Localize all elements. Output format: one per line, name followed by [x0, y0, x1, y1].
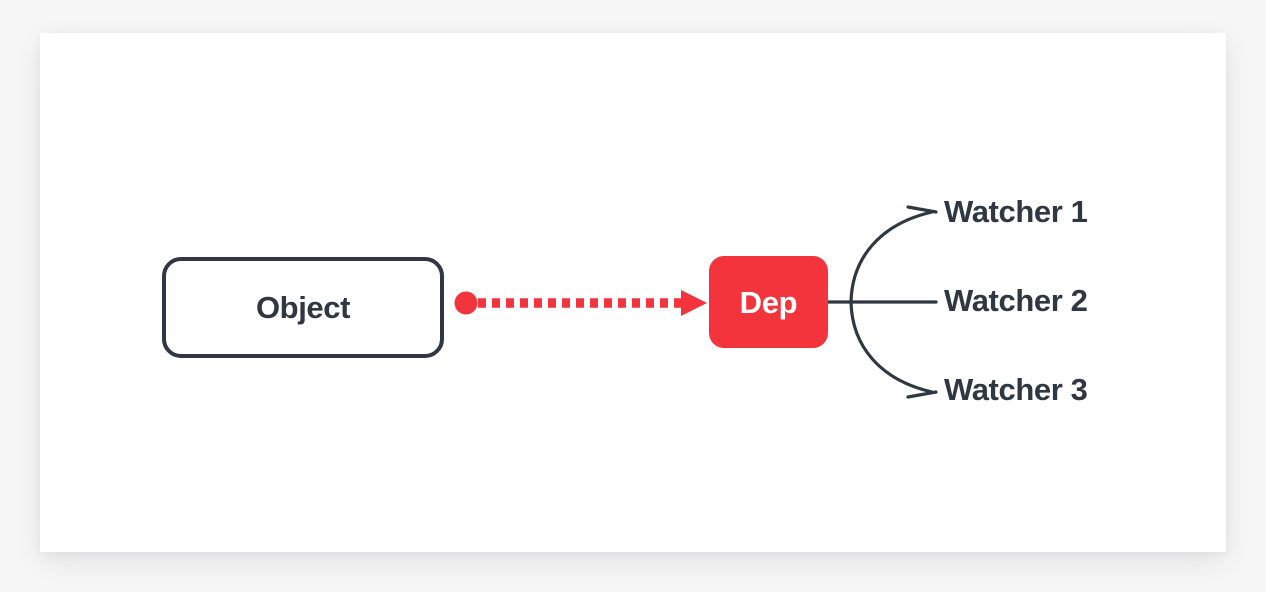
node-watcher-3[interactable]: Watcher 3 — [944, 372, 1088, 407]
node-dep[interactable]: Dep — [709, 256, 828, 348]
node-dep-label: Dep — [739, 284, 798, 320]
node-watcher-1[interactable]: Watcher 1 — [944, 194, 1088, 229]
node-object[interactable]: Object — [162, 257, 444, 358]
node-watcher-2[interactable]: Watcher 2 — [944, 283, 1088, 318]
node-object-label: Object — [255, 290, 351, 325]
